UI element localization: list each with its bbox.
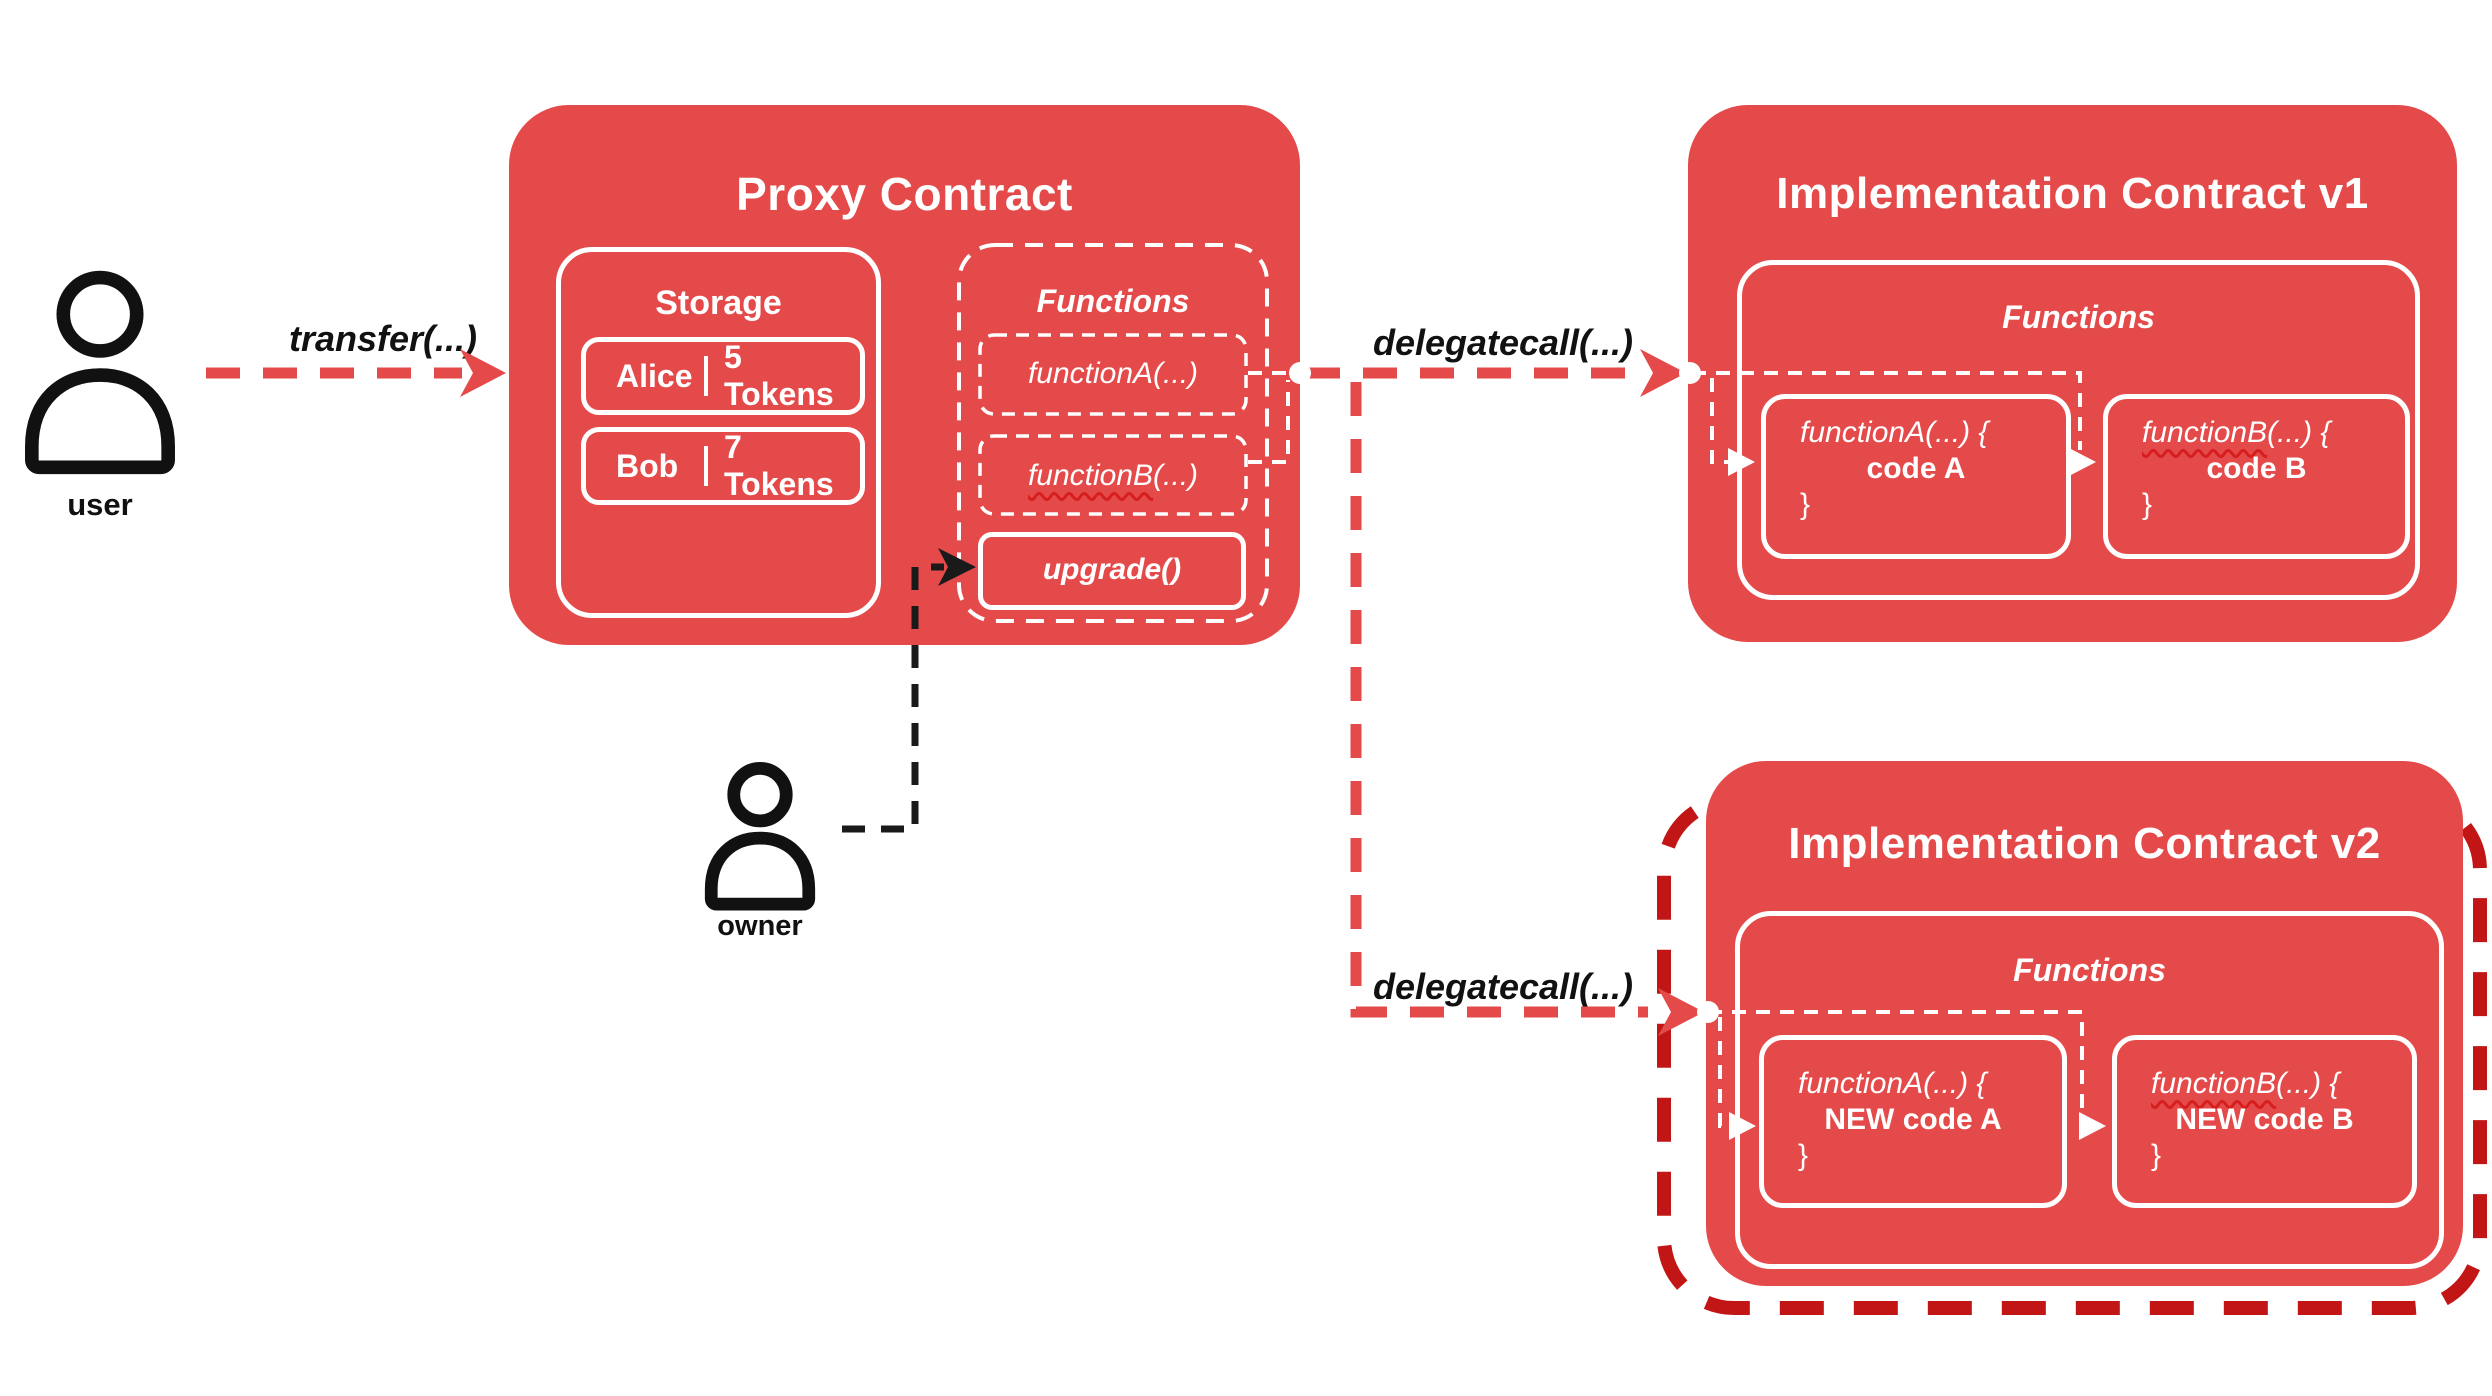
proxy-storage-box: Storage Alice 5 Tokens Bob 7 Tokens (556, 247, 881, 618)
storage-row-divider (704, 356, 708, 396)
v2-functionB-box: functionB(...) { NEW code B } (2112, 1035, 2417, 1208)
storage-row-amount: 5 Tokens (724, 339, 834, 412)
v2-functions-box: Functions functionA(...) { NEW code A } … (1735, 911, 2444, 1269)
delegatecall-v2-arrowhead (1658, 988, 1704, 1036)
v1-functionA-body: code A (1866, 452, 1966, 485)
implementation-v1-title: Implementation Contract v1 (1776, 169, 2369, 218)
implementation-v1-box: Implementation Contract v1 Functions fun… (1688, 105, 2457, 642)
storage-row-divider (704, 446, 708, 486)
v2-functionA-close: } (1798, 1139, 1809, 1172)
v2-functionA-signature: functionA(...) { (1798, 1067, 1987, 1100)
v2-functionA-box: functionA(...) { NEW code A } (1759, 1035, 2067, 1208)
v1-functionA-close: } (1800, 488, 1811, 521)
storage-row-name: Bob (616, 447, 679, 484)
storage-heading: Storage (655, 284, 782, 322)
v2-functions-heading: Functions (2013, 952, 2166, 988)
v1-functionB-body: code B (2206, 452, 2307, 485)
v1-functionB-box: functionB(...) { code B } (2103, 394, 2410, 559)
v2-functionB-close: } (2151, 1139, 2162, 1172)
v2-functionB-signature: functionB(...) { (2151, 1067, 2340, 1100)
v1-functionB-close: } (2142, 488, 2153, 521)
user-label: user (67, 487, 133, 522)
owner-person-icon (704, 762, 816, 911)
storage-row-amount: 7 Tokens (724, 429, 834, 502)
delegatecall-v2-line (1350, 382, 1648, 1018)
v1-functionA-signature: functionA(...) { (1800, 416, 1989, 449)
upgrade-label: upgrade() (1042, 553, 1182, 586)
v1-functions-heading: Functions (2002, 299, 2155, 335)
user-person-icon (25, 270, 175, 475)
implementation-v2-title: Implementation Contract v2 (1788, 819, 2381, 868)
owner-label: owner (717, 910, 803, 942)
transfer-arrow-label: transfer(...) (288, 318, 478, 359)
proxy-functionB-label: functionB(...) (1027, 459, 1199, 492)
v2-functionB-body: NEW code B (2175, 1103, 2354, 1136)
v1-functionA-box: functionA(...) { code A } (1761, 394, 2071, 559)
implementation-v2-box: Implementation Contract v2 Functions fun… (1706, 761, 2463, 1286)
proxy-functions-heading: Functions (1036, 283, 1190, 319)
delegatecall-v2-label: delegatecall(...) (1372, 966, 1634, 1007)
proxy-contract-box: Proxy Contract Storage Alice 5 Tokens Bo… (509, 105, 1300, 645)
proxy-functionA-label: functionA(...) (1027, 357, 1199, 390)
storage-row-alice: Alice 5 Tokens (581, 337, 865, 415)
v1-functionB-signature: functionB(...) { (2142, 416, 2331, 449)
proxy-contract-title: Proxy Contract (736, 168, 1073, 220)
delegatecall-v1-label: delegatecall(...) (1372, 322, 1634, 363)
v1-functions-box: Functions functionA(...) { code A } func… (1737, 260, 2420, 600)
v2-functionA-body: NEW code A (1824, 1103, 2002, 1136)
proxy-upgrade-box: upgrade() (978, 532, 1246, 610)
storage-row-name: Alice (616, 357, 693, 394)
storage-row-bob: Bob 7 Tokens (581, 427, 865, 505)
